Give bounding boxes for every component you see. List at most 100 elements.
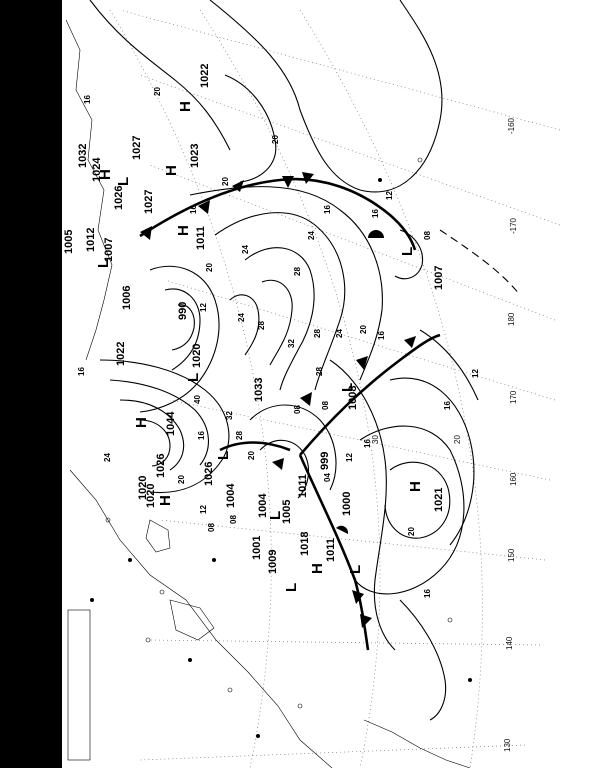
pressure-center: H [177,101,194,112]
cold-front-pip [356,356,368,370]
pressure-value: 1020 [137,476,149,500]
pressure-value: 1026 [155,454,167,478]
isobar-line [99,359,230,494]
pressure-center: L [267,511,284,520]
pressure-center: L [399,247,416,256]
coastlines [65,19,471,768]
coastline-south [69,469,333,768]
isobar-label: 16 [363,439,372,448]
pressure-center: L [283,583,300,592]
isobar-line [229,294,260,356]
pressure-value: 1005 [281,500,293,524]
pressure-center: H [407,481,424,492]
isobar-line [139,265,220,413]
cold-front-pip [302,172,314,184]
isobar-label: 28 [293,267,302,276]
cold-front-pip [282,176,294,188]
pressure-center: H [163,165,180,176]
longitude-label: 140 [505,636,514,650]
isobar-label: 12 [471,369,480,378]
pressure-center: L [115,177,132,186]
pressure-value: 1004 [225,483,237,508]
isobars [89,0,521,721]
pressure-value: 1005 [63,230,75,254]
island-outline [363,719,471,768]
isobar-line [259,439,310,499]
parallel-line [299,9,483,768]
latitude-label: 30 [371,435,380,444]
isobar-label: 16 [77,367,86,376]
longitude-label: 170 [509,390,518,404]
pressure-value: 1026 [113,186,125,210]
isobar-line [419,329,479,401]
isobar-label: 28 [235,431,244,440]
isobar-label: 12 [199,303,208,312]
pressure-value: 1033 [253,378,265,402]
isobar-label: 16 [377,331,386,340]
pressure-center: H [133,417,150,428]
isobar-label: 16 [323,205,332,214]
pressure-value: 990 [177,302,189,320]
station-circle [468,678,472,682]
longitude-label: -160 [507,117,516,134]
pressure-value: 1011 [195,226,207,250]
station-circle [212,558,216,562]
isobar-label: 28 [257,321,266,330]
isobar-label: 20 [407,527,416,536]
isobar-label: 16 [371,209,380,218]
isobar-line [209,0,443,193]
isobar-line [224,74,277,183]
isobar-line [119,399,185,471]
parallel-line [109,9,272,768]
station-circle [447,617,453,623]
isobar-label: 16 [443,401,452,410]
isobar-line [244,247,315,391]
isobar-line [394,229,424,280]
isobar-line [389,377,475,546]
isobar-label: 08 [293,405,302,414]
isobar-label: 40 [193,395,202,404]
pressure-value: 1020 [145,484,157,508]
isobar-label: 16 [83,95,92,104]
pressure-value: 1007 [433,266,445,290]
legend-box [67,609,91,761]
pressure-value: 1024 [91,157,103,182]
isobar-label: 16 [197,431,206,440]
isobar-line [189,186,383,381]
pressure-value: 1006 [121,286,133,310]
pressure-value: 1026 [203,462,215,486]
cold-front-pip [404,336,416,348]
cold-front-pip [232,180,244,192]
station-circle [417,157,423,163]
pressure-value: 999 [319,452,331,470]
island-outline [145,519,171,553]
cold-front-pip [352,590,364,604]
meridian-line [119,9,561,131]
pressure-value: 1004 [257,493,269,518]
longitude-label: -170 [509,217,518,234]
longitude-label: 130 [503,738,512,752]
station-circle [105,517,111,523]
isobar-line [139,419,171,467]
station-circle [159,589,165,595]
isobar-label: 04 [323,473,332,482]
isobar-label: 24 [237,313,246,322]
pressure-value: 1027 [131,136,143,160]
pressure-center: L [215,451,232,460]
pressure-center: H [97,169,114,180]
station-plots [67,157,472,761]
warm-front-dome [336,525,349,534]
isobar-line [164,288,201,371]
longitude-label: 150 [507,548,516,562]
isobar-line [89,0,231,151]
pressure-value: 1021 [433,488,445,512]
isobar-label: 20 [359,325,368,334]
front-line [298,454,370,651]
cold-front-pip [140,226,152,240]
station-circle [227,687,233,693]
isobar-label: 32 [287,339,296,348]
pressure-value: 1032 [77,144,89,168]
station-circle [90,598,94,602]
